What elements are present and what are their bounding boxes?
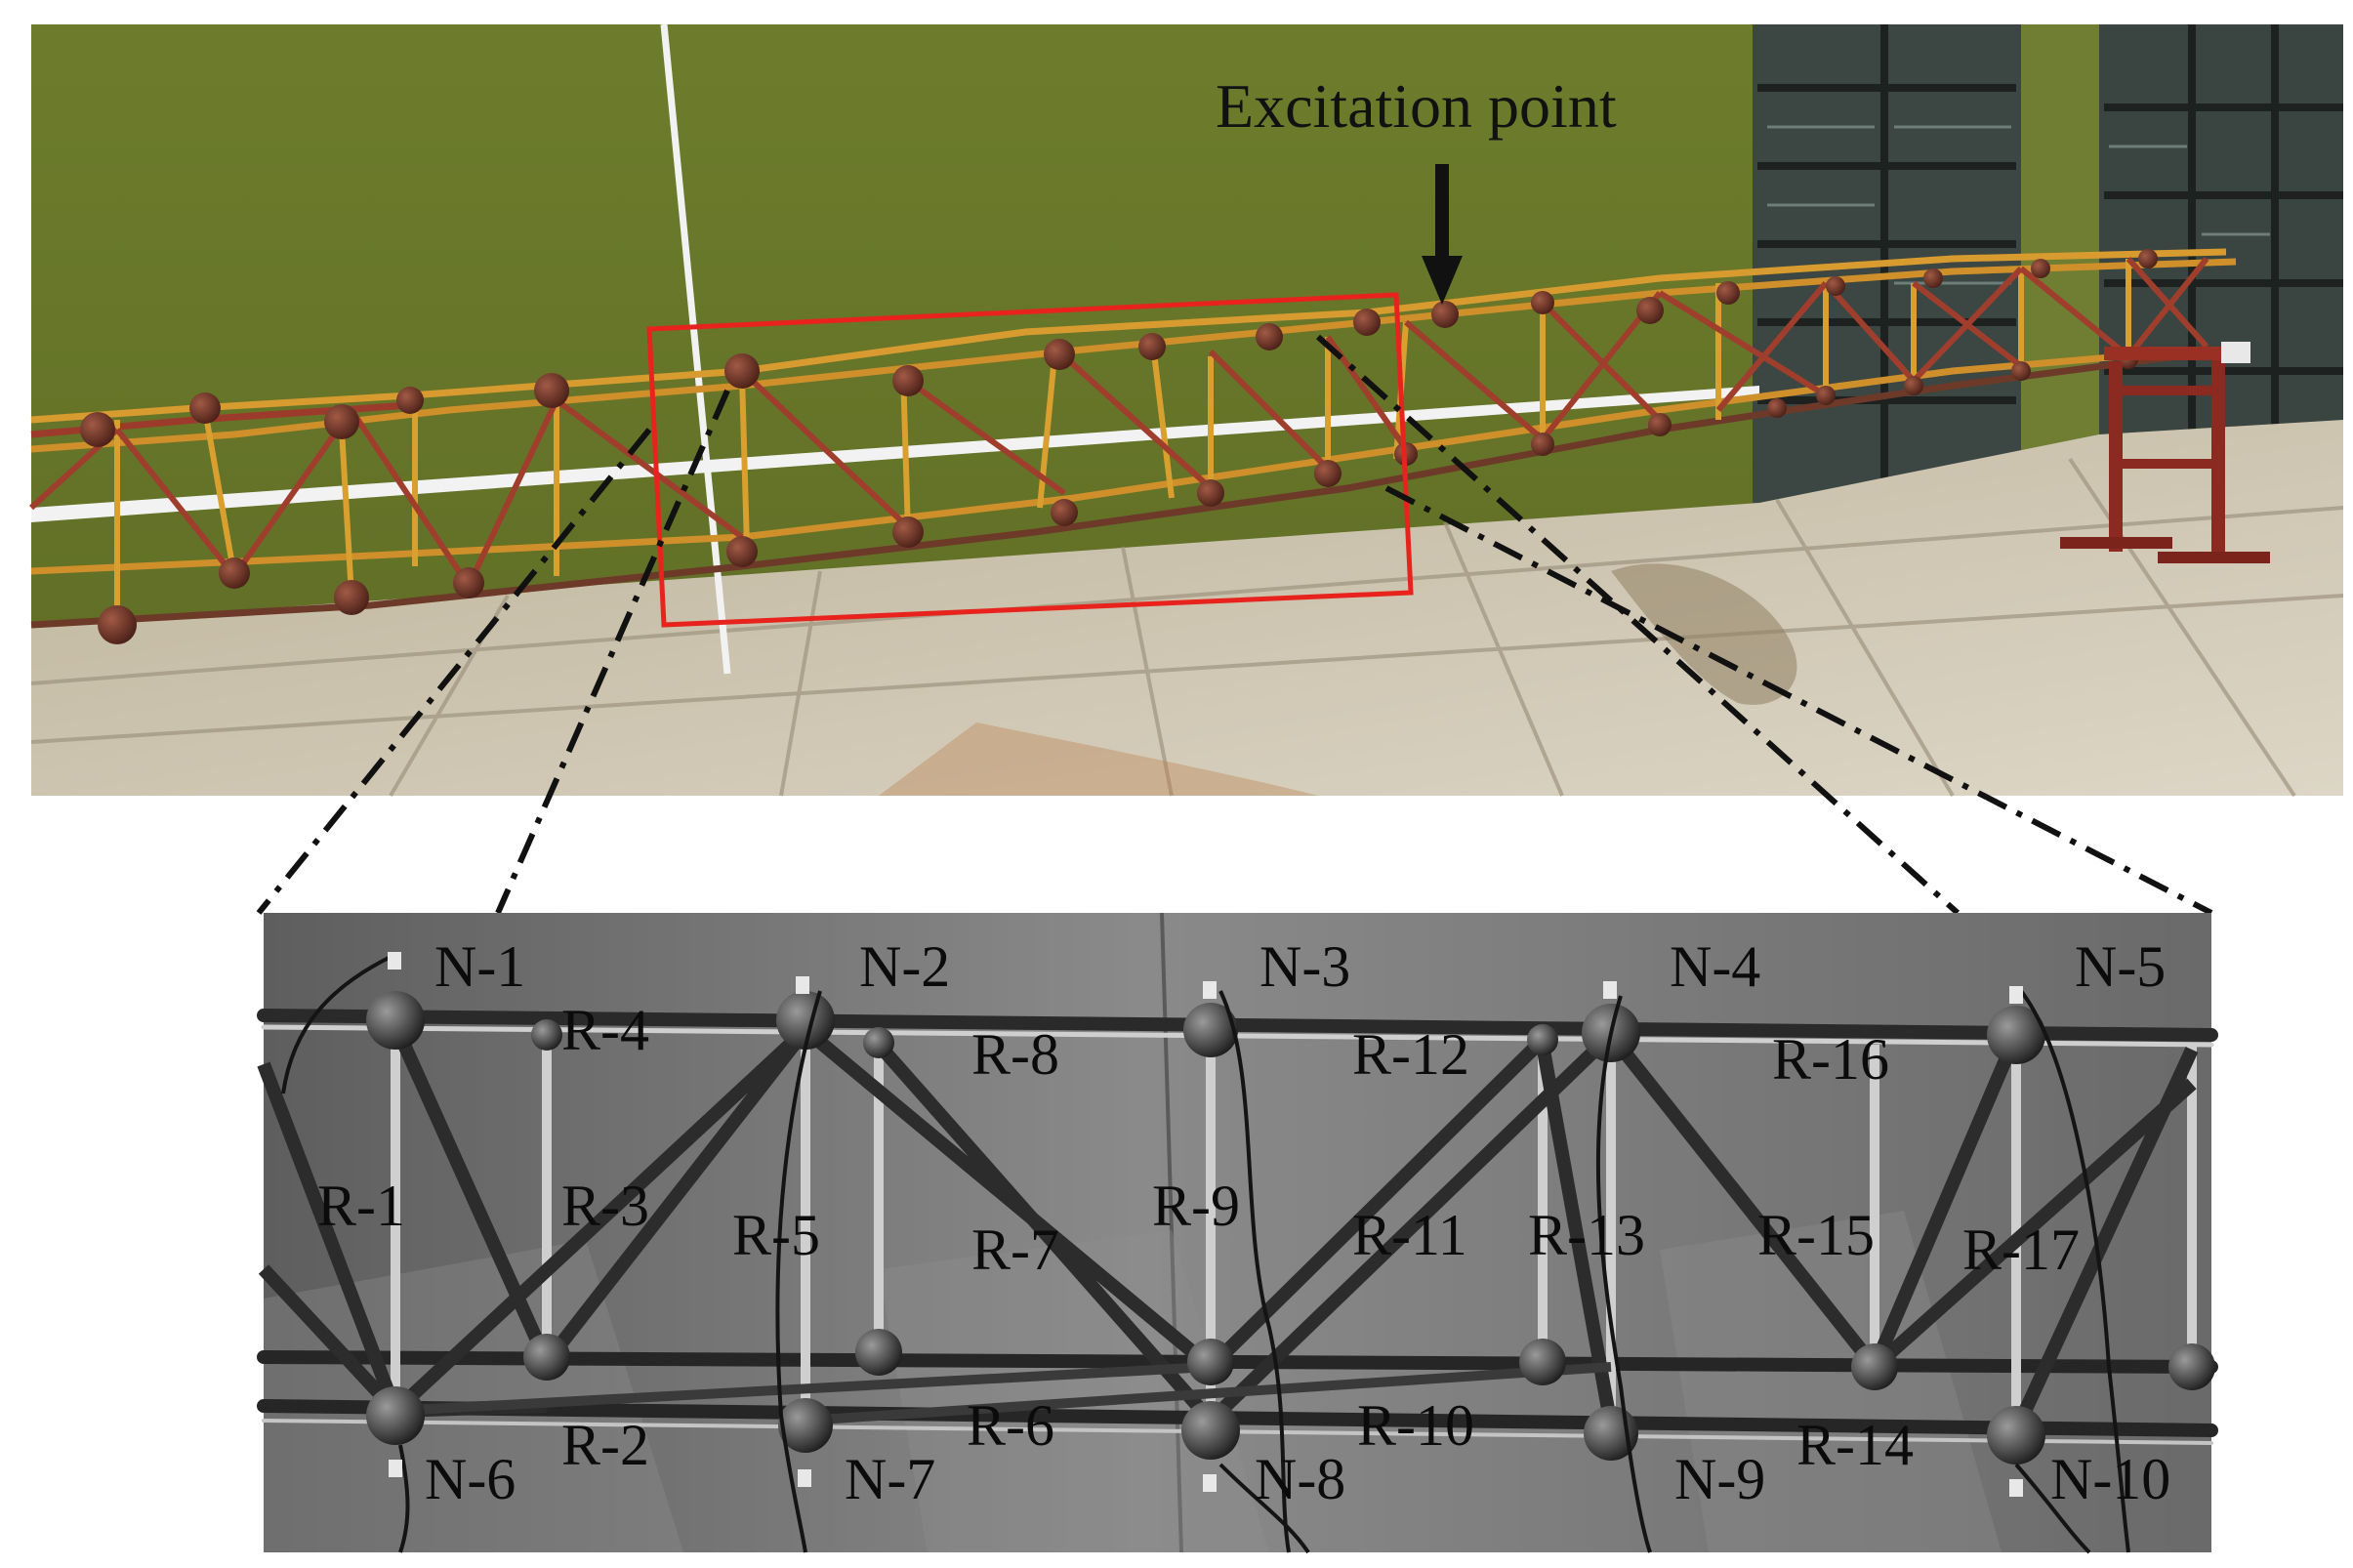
truss-photo: Excitation point [28, 23, 2344, 798]
rod-label: R-13 [1528, 1203, 1645, 1267]
node-label: N-8 [1255, 1447, 1345, 1511]
rod-label: R-17 [1962, 1217, 2080, 1282]
rod-label: R-2 [561, 1413, 649, 1477]
rod-label: R-6 [967, 1393, 1054, 1458]
rod-label: R-12 [1352, 1022, 1469, 1087]
rod-label: R-11 [1352, 1203, 1467, 1267]
rod-label: R-5 [732, 1203, 820, 1267]
rod-label: R-3 [561, 1174, 649, 1238]
rod-label: R-7 [971, 1217, 1059, 1282]
rod-label: R-1 [317, 1174, 405, 1238]
rod-label: R-9 [1152, 1174, 1240, 1238]
node-label: N-3 [1259, 934, 1350, 999]
node-label: N-5 [2075, 934, 2166, 999]
excitation-arrow [1422, 164, 1463, 305]
support-stand [2060, 342, 2270, 563]
rod-label: R-14 [1796, 1413, 1914, 1477]
node-label: N-6 [425, 1447, 516, 1511]
rod-label: R-8 [971, 1022, 1059, 1087]
node-labels: N-1 N-2 N-3 N-4 N-5 N-6 N-7 N-8 N-9 N-10 [425, 934, 2170, 1511]
node-label: N-9 [1674, 1447, 1765, 1511]
rod-label: R-15 [1757, 1203, 1875, 1267]
zoom-connectors [256, 334, 2213, 916]
rod-labels: R-1 R-2 R-3 R-4 R-5 R-6 R-7 R-8 R-9 R-10… [317, 998, 2080, 1477]
node-label: N-1 [434, 934, 525, 999]
rod-label: R-4 [561, 998, 649, 1062]
highlight-box [646, 292, 1414, 628]
excitation-label: Excitation point [1216, 71, 1617, 141]
node-label: N-4 [1670, 934, 1760, 999]
rod-label: R-16 [1772, 1027, 1889, 1092]
node-label: N-10 [2050, 1447, 2170, 1511]
rod-label: R-10 [1357, 1393, 1474, 1458]
closeup-photo: N-1 N-2 N-3 N-4 N-5 N-6 N-7 N-8 N-9 N-10… [257, 912, 2218, 1554]
node-label: N-2 [859, 934, 950, 999]
node-label: N-7 [845, 1447, 935, 1511]
